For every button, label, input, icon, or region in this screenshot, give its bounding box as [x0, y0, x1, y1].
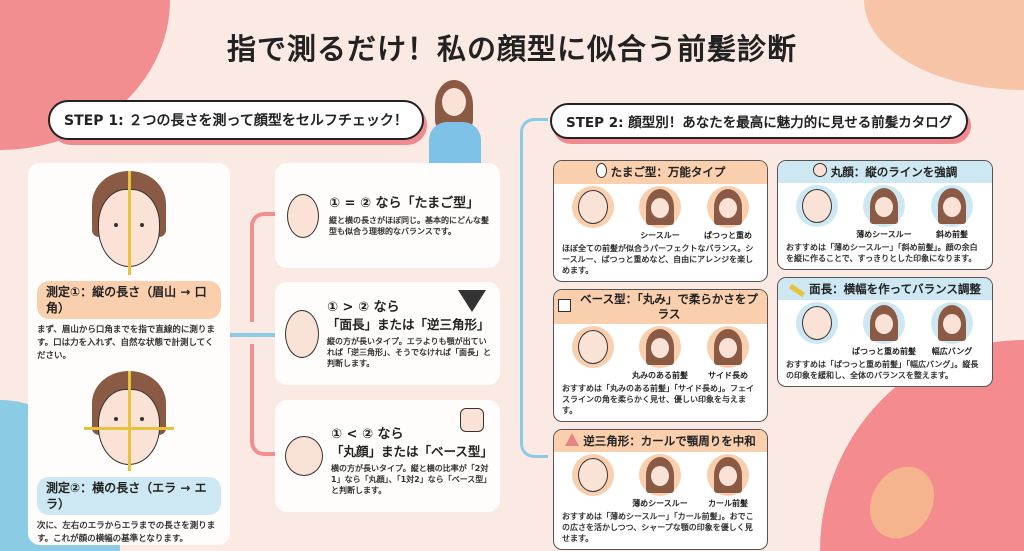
catalog-card-desc: おすすめは「丸みのある前髪」「サイド長め」。フェイスラインの角を柔らかく見せ、優… [562, 384, 754, 415]
catalog-card-header: 逆三角形：カールで顎周りを中和 [554, 430, 767, 452]
catalog-card-desc: ほぼ全ての前髪が似合うパーフェクトなバランス。シースルー、ぱつっと重めなど、自由… [562, 244, 754, 275]
hairstyle-label: ぱつっと重め前髪 [852, 347, 916, 356]
result-desc: 縦と横の長さがほぼ同じ。基本的にどんな髪型も似合う理想的なバランスです。 [329, 215, 489, 236]
result-condition: ① < ② なら [331, 427, 404, 442]
step2-label: STEP 2: 顔型別！あなたを最高に魅力的に見せる前髪カタログ [566, 115, 953, 131]
hairstyle-thumbnail [639, 186, 681, 228]
catalog-card: たまご型：万能タイプ シースルー ぱつっと重め ほぼ全ての前髪が似合うパーフェクト… [553, 160, 768, 282]
hairstyle-thumbnail [639, 326, 681, 368]
result-desc: 縦の方が長いタイプ。エラよりも顎が出ていれば「逆三角形」、そうでなければ「面長」… [327, 336, 491, 368]
catalog-card-header: たまご型：万能タイプ [554, 161, 767, 184]
hairstyle-label: カール前髪 [708, 499, 748, 508]
catalog-card-desc: おすすめは「ぱつっと重め前髪」「幅広バング」。縦長の印象を緩和し、全体のバランス… [786, 360, 979, 380]
hairstyle-label: ぱつっと重め [704, 231, 752, 240]
step2-heading: STEP 2: 顔型別！あなたを最高に魅力的に見せる前髪カタログ [550, 103, 969, 139]
connector-line [250, 212, 275, 322]
ruler-icon [789, 282, 806, 297]
hairstyle-thumbnail [639, 454, 681, 496]
egg-icon [595, 163, 607, 182]
catalog-card: 丸顔：縦のラインを強調 薄めシースルー 斜め前髪 おすすめは「薄めシースルー」「斜… [777, 160, 993, 270]
hairstyle-thumbnail [707, 326, 749, 368]
hairstyle-label: 薄めシースルー [856, 230, 912, 239]
hairstyle-label: 丸みのある前髪 [632, 371, 688, 380]
face-shape-thumbnail [572, 186, 614, 228]
step1-label: STEP 1: ２つの長さを測って顔型をセルフチェック！ [64, 113, 408, 129]
page-title: 指で測るだけ！私の顔型に似合う前髪診断 [226, 32, 797, 66]
catalog-card-desc: おすすめは「薄めシースルー」「斜め前髪」。顔の余白を縦に作ることで、すっきりとし… [786, 243, 978, 263]
hairstyle-label: 幅広バング [931, 347, 973, 356]
hairstyle-thumbnail [707, 454, 749, 496]
triangle-icon [565, 432, 580, 450]
catalog-card-title: 丸顔：縦のラインを強調 [830, 164, 958, 179]
guide-woman-illustration [425, 78, 490, 164]
long-face-icon [285, 309, 319, 358]
face-horizontal-illustration [84, 371, 174, 475]
catalog-card: ベース型：「丸み」で柔らかさをプラス 丸みのある前髪 サイド長め おすすめは「丸み… [553, 289, 768, 422]
catalog-card-title: 逆三角形：カールで顎周りを中和 [583, 433, 756, 448]
measure2-label: 測定②：横の長さ（エラ → エラ） [37, 477, 221, 515]
catalog-card: 逆三角形：カールで顎周りを中和 薄めシースルー カール前髪 おすすめは「薄めシース… [553, 429, 768, 550]
hairstyle-label: サイド長め [708, 371, 748, 380]
catalog-card-title: たまご型：万能タイプ [610, 165, 726, 179]
face-shape-thumbnail [572, 326, 614, 368]
face-vertical-illustration [84, 171, 174, 279]
hairstyle-label: 斜め前髪 [936, 230, 968, 239]
result-card-egg: ① = ② なら「たまご型」 縦と横の長さがほぼ同じ。基本的にどんな髪型も似合う… [275, 163, 500, 268]
inverted-triangle-icon [458, 290, 486, 312]
round-face-icon [285, 436, 323, 476]
connector-line [520, 118, 548, 458]
step1-heading: STEP 1: ２つの長さを測って顔型をセルフチェック！ [48, 100, 424, 140]
hairstyle-label: 薄めシースルー [632, 499, 688, 508]
catalog-card-header: 丸顔：縦のラインを強調 [778, 161, 992, 183]
result-card-long: ① > ② なら 「面長」または「逆三角形」 縦の方が長いタイプ。エラよりも顎が… [275, 282, 500, 385]
square-shape-icon [460, 408, 484, 432]
result-desc: 横の方が長いタイプ。縦と横の比率が「2対1」なら「丸顔」、「1対2」なら「ベース… [331, 464, 492, 495]
face-shape-thumbnail [796, 302, 838, 344]
result-card-round: ① < ② なら 「丸顔」または「ベース型」 横の方が長いタイプ。縦と横の比率が… [275, 400, 500, 512]
egg-shape-icon [287, 193, 319, 238]
hairstyle-label: シースルー [640, 231, 680, 240]
connector-line [250, 344, 275, 456]
catalog-card-title: 面長：横幅を作ってバランス調整 [809, 281, 981, 296]
measurement-card: 測定①：縦の長さ（眉山 → 口角） まず、眉山から口角までを指で直線的に測ります… [28, 163, 230, 545]
result-condition: ① > ② なら [327, 299, 400, 315]
hairstyle-thumbnail [863, 302, 905, 344]
catalog-card-header: 面長：横幅を作ってバランス調整 [778, 278, 992, 300]
catalog-card: 面長：横幅を作ってバランス調整 ぱつっと重め前髪 幅広バング おすすめは「ぱつっと… [777, 277, 993, 387]
result-type: 「面長」または「逆三角形」 [327, 316, 490, 332]
face-shape-thumbnail [572, 454, 614, 496]
catalog-card-header: ベース型：「丸み」で柔らかさをプラス [554, 290, 767, 324]
hairstyle-thumbnail [707, 186, 749, 228]
connector-line [230, 333, 275, 337]
result-condition: ① = ② なら「たまご型」 [329, 195, 480, 211]
hairstyle-thumbnail [931, 302, 973, 344]
catalog-column: 丸顔：縦のラインを強調 薄めシースルー 斜め前髪 おすすめは「薄めシースルー」「斜… [777, 160, 993, 387]
measure1-desc: まず、眉山から口角までを指で直線的に測ります。口は力を入れず、自然な状態で計測し… [37, 325, 215, 361]
catalog-card-title: ベース型：「丸み」で柔らかさをプラス [580, 292, 758, 321]
square-icon [558, 298, 571, 316]
catalog-column: たまご型：万能タイプ シースルー ぱつっと重め ほぼ全ての前髪が似合うパーフェクト… [553, 160, 768, 550]
circle-icon [812, 163, 827, 181]
measure1-label: 測定①：縦の長さ（眉山 → 口角） [37, 281, 221, 319]
face-shape-thumbnail [796, 185, 838, 227]
hairstyle-thumbnail [931, 185, 973, 227]
result-type: 「丸顔」または「ベース型」 [331, 444, 493, 459]
hairstyle-thumbnail [863, 185, 905, 227]
catalog-card-desc: おすすめは「薄めシースルー」「カール前髪」。おでこの広さを活かしつつ、シャープな… [562, 512, 754, 543]
measure2-desc: 次に、左右のエラからエラまでの長さを測ります。これが顔の横幅の基準となります。 [37, 521, 216, 544]
